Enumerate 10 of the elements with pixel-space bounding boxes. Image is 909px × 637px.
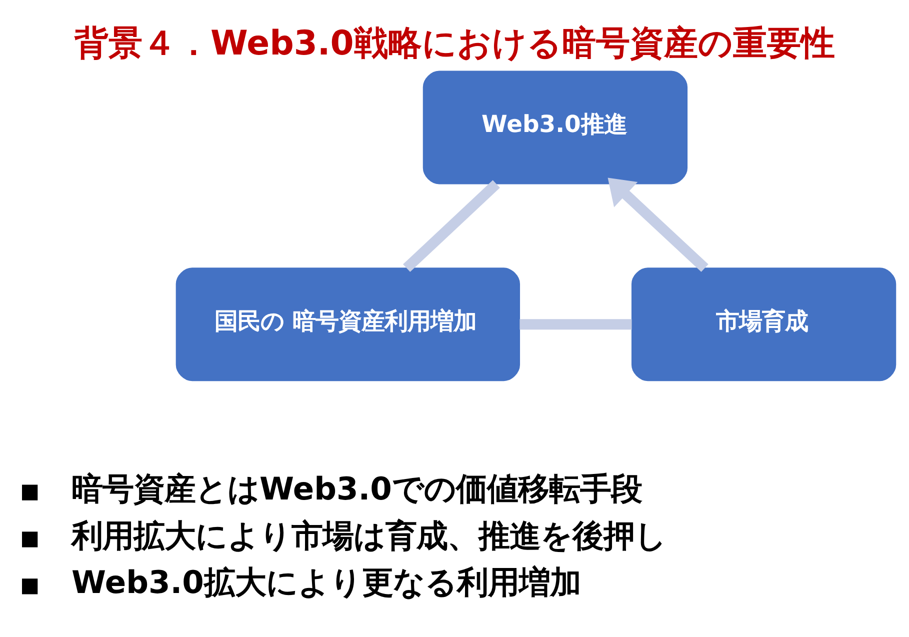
label: 暗号資産とはWeb3.0での価値移転手段 — [72, 471, 642, 508]
label: 利用拡大により市場は育成、推進を後押し — [72, 518, 667, 554]
node-box: 市場育成 — [631, 268, 896, 382]
arrow — [608, 178, 708, 272]
label: Web3.0拡大により更なる利用増加 — [72, 565, 581, 602]
node-box: 国民の 暗号資産利用増加 — [176, 268, 520, 382]
diagram-title: 背景４．Web3.0戦略における暗号資産の重要性 — [74, 23, 835, 62]
node-box: Web3.0推進 — [422, 70, 688, 184]
connector — [403, 180, 500, 272]
connector — [520, 319, 632, 330]
